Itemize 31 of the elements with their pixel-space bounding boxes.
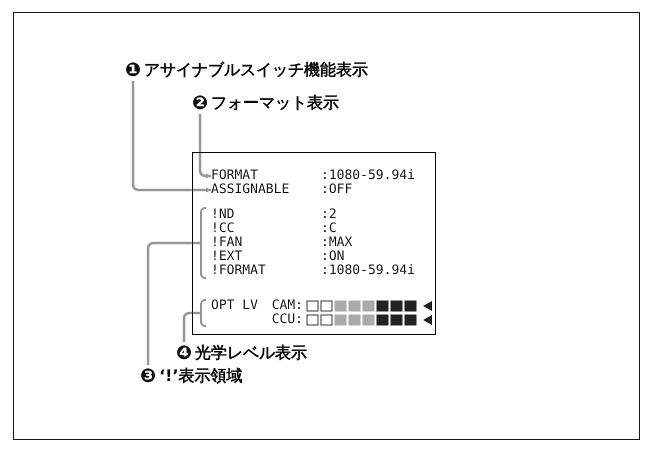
level-label: CAM: bbox=[272, 299, 303, 313]
callout-number: ❹ bbox=[176, 342, 192, 364]
level-title: OPT LV bbox=[211, 299, 258, 313]
callout-number: ❷ bbox=[192, 92, 208, 114]
setting-value: :ON bbox=[321, 250, 346, 264]
setting-name: !FORMAT bbox=[211, 264, 267, 278]
setting-name: !CC bbox=[211, 222, 236, 236]
setting-name: !FAN bbox=[211, 236, 244, 250]
setting-value: :2 bbox=[321, 208, 338, 222]
leader-line bbox=[198, 114, 211, 178]
callout-text: ‘!’表示領域 bbox=[159, 366, 243, 386]
setting-value: :OFF bbox=[321, 183, 352, 197]
setting-value: :MAX bbox=[321, 236, 354, 250]
setting-value: :1080-59.94i bbox=[321, 264, 416, 278]
setting-name: ASSIGNABLE bbox=[211, 183, 290, 197]
setting-value: :1080-59.94i bbox=[321, 169, 415, 183]
callout-text: 光学レベル表示 bbox=[195, 342, 308, 364]
leader-line bbox=[182, 312, 200, 342]
callout-number: ❶ bbox=[125, 59, 142, 81]
setting-value: :C bbox=[321, 222, 338, 236]
leader-line bbox=[132, 81, 211, 192]
leader-line bbox=[146, 242, 200, 365]
setting-name: !ND bbox=[211, 208, 236, 222]
callout-number: ❸ bbox=[140, 365, 156, 387]
level-label: CCU: bbox=[272, 313, 303, 327]
setting-name: FORMAT bbox=[211, 169, 259, 183]
callout-text: アサイナブルスイッチ機能表示 bbox=[144, 60, 368, 80]
bracketed-area bbox=[200, 299, 435, 327]
setting-name: !EXT bbox=[211, 250, 244, 264]
callout-text: フォーマット表示 bbox=[211, 92, 340, 114]
display-screen bbox=[192, 152, 436, 335]
